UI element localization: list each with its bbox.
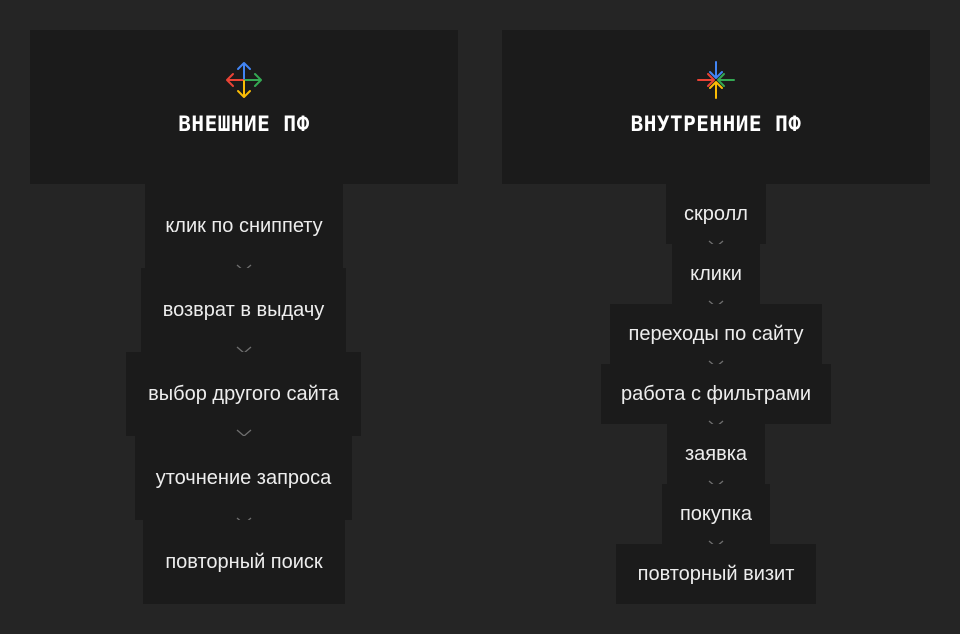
internal-step-purchase: покупка xyxy=(662,484,770,544)
internal-step-request: заявка xyxy=(667,424,765,484)
external-step-snippet-click: клик по сниппету xyxy=(145,184,343,268)
external-step-repeat-search: повторный поиск xyxy=(143,520,345,604)
internal-step-repeat-visit: повторный визит xyxy=(616,544,816,604)
internal-step-filters: работа с фильтрами xyxy=(601,364,831,424)
external-step-return-to-serp: возврат в выдачу xyxy=(141,268,346,352)
arrows-inward-icon xyxy=(697,61,735,99)
internal-step-clicks: клики xyxy=(672,244,760,304)
external-step-refine-query: уточнение запроса xyxy=(135,436,352,520)
internal-factors-header: ВНУТРЕННИЕ ПФ xyxy=(502,30,930,184)
external-step-choose-other-site: выбор другого сайта xyxy=(126,352,361,436)
arrows-outward-icon xyxy=(226,62,262,98)
internal-step-site-navigation: переходы по сайту xyxy=(610,304,822,364)
internal-step-scroll: скролл xyxy=(666,184,766,244)
internal-factors-title: ВНУТРЕННИЕ ПФ xyxy=(630,112,802,136)
external-factors-header: ВНЕШНИЕ ПФ xyxy=(30,30,458,184)
external-factors-title: ВНЕШНИЕ ПФ xyxy=(178,112,310,136)
